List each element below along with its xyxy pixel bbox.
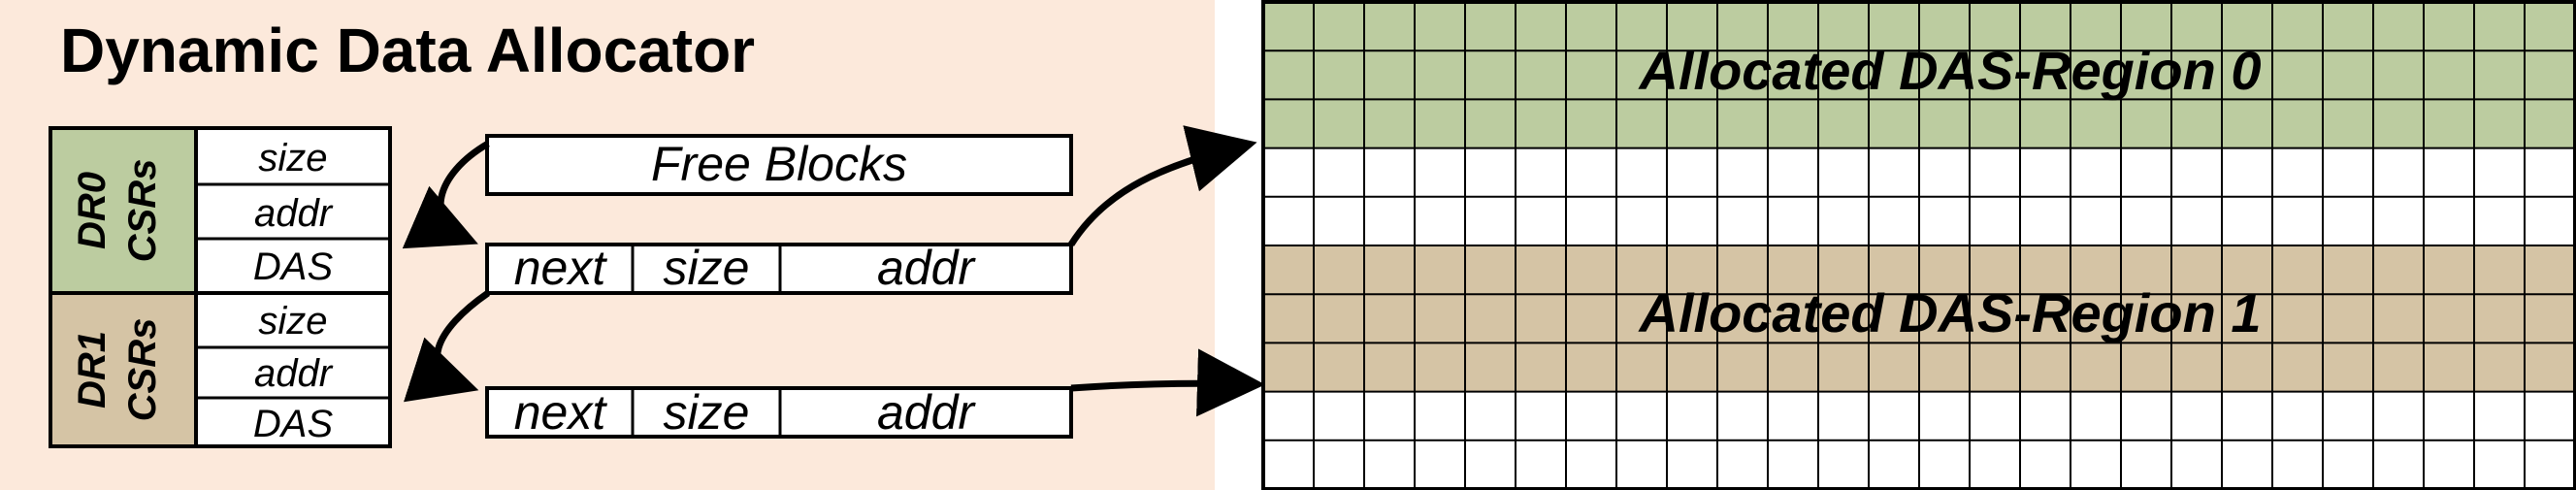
addr-to-region0-arrow xyxy=(1068,125,1257,246)
node-size-field: size xyxy=(664,241,750,295)
dr1-csr-group xyxy=(50,293,196,446)
dr1-addr-field: addr xyxy=(254,352,334,395)
dr1-label-line1: DR1 xyxy=(71,331,114,408)
head-to-node-arrow xyxy=(402,140,490,249)
memory-grid xyxy=(1261,0,2576,490)
dr0-csr-group xyxy=(50,128,196,293)
addr-to-region1-arrow xyxy=(1070,348,1265,417)
dr1-size-field: size xyxy=(258,300,327,343)
dr0-label-line1: DR0 xyxy=(71,172,114,249)
dr0-addr-field: addr xyxy=(254,192,334,235)
dr0-das-field: DAS xyxy=(253,245,334,288)
dr0-label-line2: CSRs xyxy=(121,159,164,263)
allocator-title: Dynamic Data Allocator xyxy=(60,16,755,85)
pointer-arrows xyxy=(402,125,1265,417)
node-addr-field: addr xyxy=(877,385,976,440)
free-list-node: next size addr xyxy=(485,241,1073,295)
next-pointer-arrow xyxy=(403,290,490,403)
node-next-field: next xyxy=(514,385,608,440)
node-size-field: size xyxy=(664,385,750,440)
region-1-label: Allocated DAS-Region 1 xyxy=(1638,282,2262,343)
free-blocks-label: Free Blocks xyxy=(651,137,907,191)
node-next-field: next xyxy=(514,241,608,295)
free-list-node: next size addr xyxy=(485,385,1073,440)
region-0-label: Allocated DAS-Region 0 xyxy=(1638,40,2262,101)
dr1-das-field: DAS xyxy=(253,403,334,445)
csr-table: DR0 CSRs DR1 CSRs size addr DAS size add… xyxy=(49,126,392,448)
node-addr-field: addr xyxy=(877,241,976,295)
region-labels: Allocated DAS-Region 0 Allocated DAS-Reg… xyxy=(1638,40,2262,343)
free-blocks-head: Free Blocks xyxy=(485,134,1073,196)
dr0-size-field: size xyxy=(258,137,327,180)
dr1-label-line2: CSRs xyxy=(121,318,164,422)
